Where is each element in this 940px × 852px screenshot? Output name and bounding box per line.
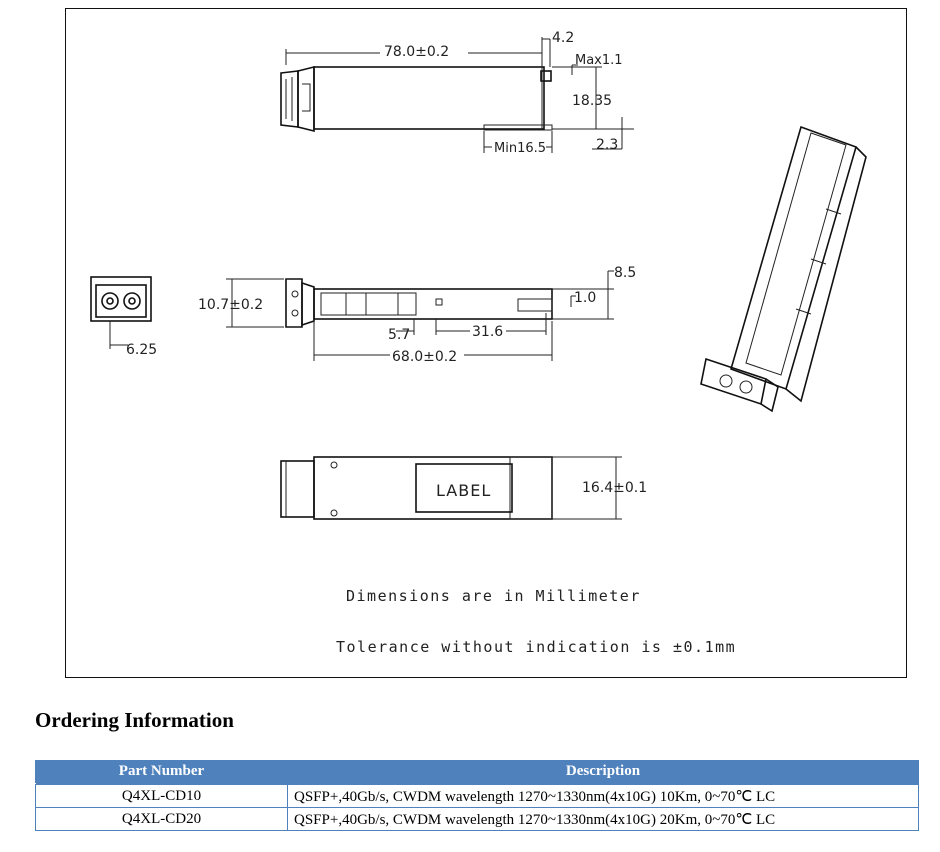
part-number-cell: Q4XL-CD10 (35, 783, 288, 808)
note-tolerance: Tolerance without indication is ±0.1mm (336, 638, 736, 656)
header-part-number: Part Number (35, 760, 288, 784)
dim-bottom-width: 16.4±0.1 (582, 480, 647, 496)
top-view: 78.0±0.2 4.2 Max1.1 18.35 Min16.5 2.3 (280, 30, 634, 156)
table-row: Q4XL-CD20 QSFP+,40Gb/s, CWDM wavelength … (35, 807, 919, 831)
description-cell: QSFP+,40Gb/s, CWDM wavelength 1270~1330n… (287, 807, 919, 831)
dim-offset-top: 4.2 (552, 30, 574, 46)
description-cell: QSFP+,40Gb/s, CWDM wavelength 1270~1330n… (287, 783, 919, 808)
dim-b: 1.0 (574, 290, 596, 306)
dim-max: Max1.1 (575, 53, 623, 68)
label-area: LABEL (436, 481, 491, 500)
ordering-title: Ordering Information (35, 708, 234, 732)
dim-min: Min16.5 (494, 141, 546, 156)
bottom-view: LABEL 16.4±0.1 (280, 456, 647, 520)
dim-front-width: 6.25 (126, 342, 157, 358)
dim-step: 2.3 (596, 137, 618, 153)
front-view: 6.25 (90, 276, 157, 358)
dim-a: 8.5 (614, 265, 636, 281)
ordering-table: Part Number Description Q4XL-CD10 QSFP+,… (35, 760, 919, 831)
table-row: Q4XL-CD10 QSFP+,40Gb/s, CWDM wavelength … (35, 783, 919, 808)
dim-length-top: 78.0±0.2 (384, 44, 449, 60)
dim-height-top: 18.35 (572, 93, 612, 109)
dim-side-length: 68.0±0.2 (392, 349, 457, 365)
dim-side-height: 10.7±0.2 (198, 297, 263, 313)
dim-c: 5.7 (388, 327, 410, 343)
side-view: 10.7±0.2 8.5 1.0 5.7 31.6 (198, 265, 636, 365)
table-header-row: Part Number Description (35, 760, 919, 784)
isometric-view (700, 125, 867, 413)
dim-d: 31.6 (472, 324, 503, 340)
header-description: Description (287, 760, 919, 784)
mechanical-drawing: 78.0±0.2 4.2 Max1.1 18.35 Min16.5 2.3 (65, 8, 907, 678)
note-units: Dimensions are in Millimeter (346, 587, 641, 605)
part-number-cell: Q4XL-CD20 (35, 807, 288, 831)
drawing-svg: 78.0±0.2 4.2 Max1.1 18.35 Min16.5 2.3 (90, 30, 867, 656)
